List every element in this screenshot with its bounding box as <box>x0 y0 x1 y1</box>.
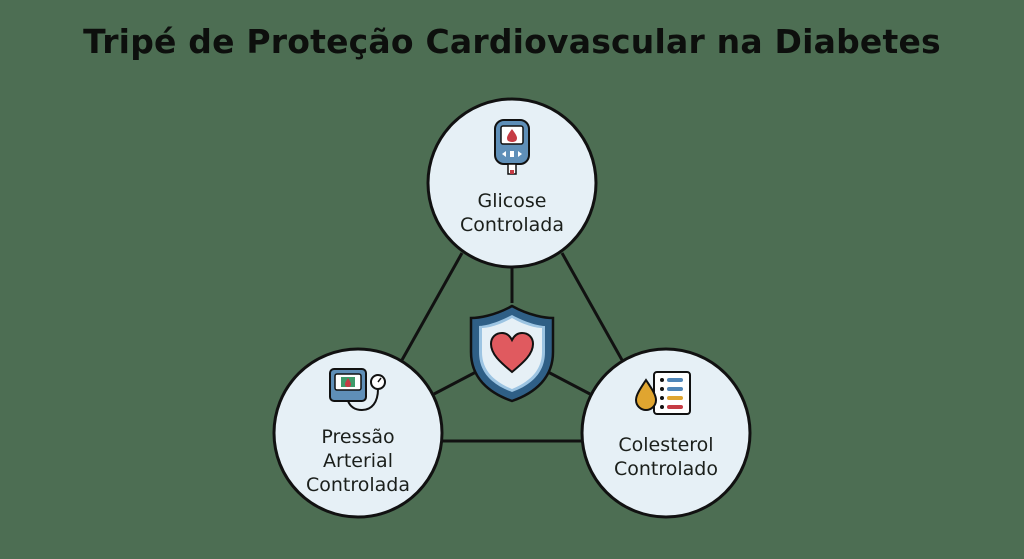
node-pressao-label-2: Arterial <box>323 450 393 472</box>
node-colesterol-label-2: Controlado <box>614 458 718 480</box>
connectors <box>400 252 624 443</box>
node-pressao-label-1: Pressão <box>321 426 394 448</box>
spoke-colesterol-center <box>547 370 591 396</box>
blood-pressure-monitor-icon <box>329 368 386 412</box>
node-pressao: Pressão Arterial Controlada <box>272 347 444 519</box>
spoke-pressao-center <box>433 370 477 396</box>
edge-glicose-colesterol <box>560 252 624 361</box>
node-glicose-label-2: Controlada <box>460 214 564 236</box>
glucose-meter-icon <box>494 119 530 175</box>
page-title: Tripé de Proteção Cardiovascular na Diab… <box>83 22 941 61</box>
node-pressao-label-3: Controlada <box>306 474 410 496</box>
node-glicose: Glicose Controlada <box>426 97 598 269</box>
cholesterol-report-icon <box>634 371 691 415</box>
edge-glicose-pressao <box>400 252 464 361</box>
cholesterol-drop-icon <box>634 378 658 412</box>
heart-icon <box>489 331 535 374</box>
node-colesterol-label-1: Colesterol <box>618 434 713 456</box>
shield-heart-icon <box>469 304 555 403</box>
node-colesterol: Colesterol Controlado <box>580 347 752 519</box>
node-glicose-label-1: Glicose <box>478 190 547 212</box>
